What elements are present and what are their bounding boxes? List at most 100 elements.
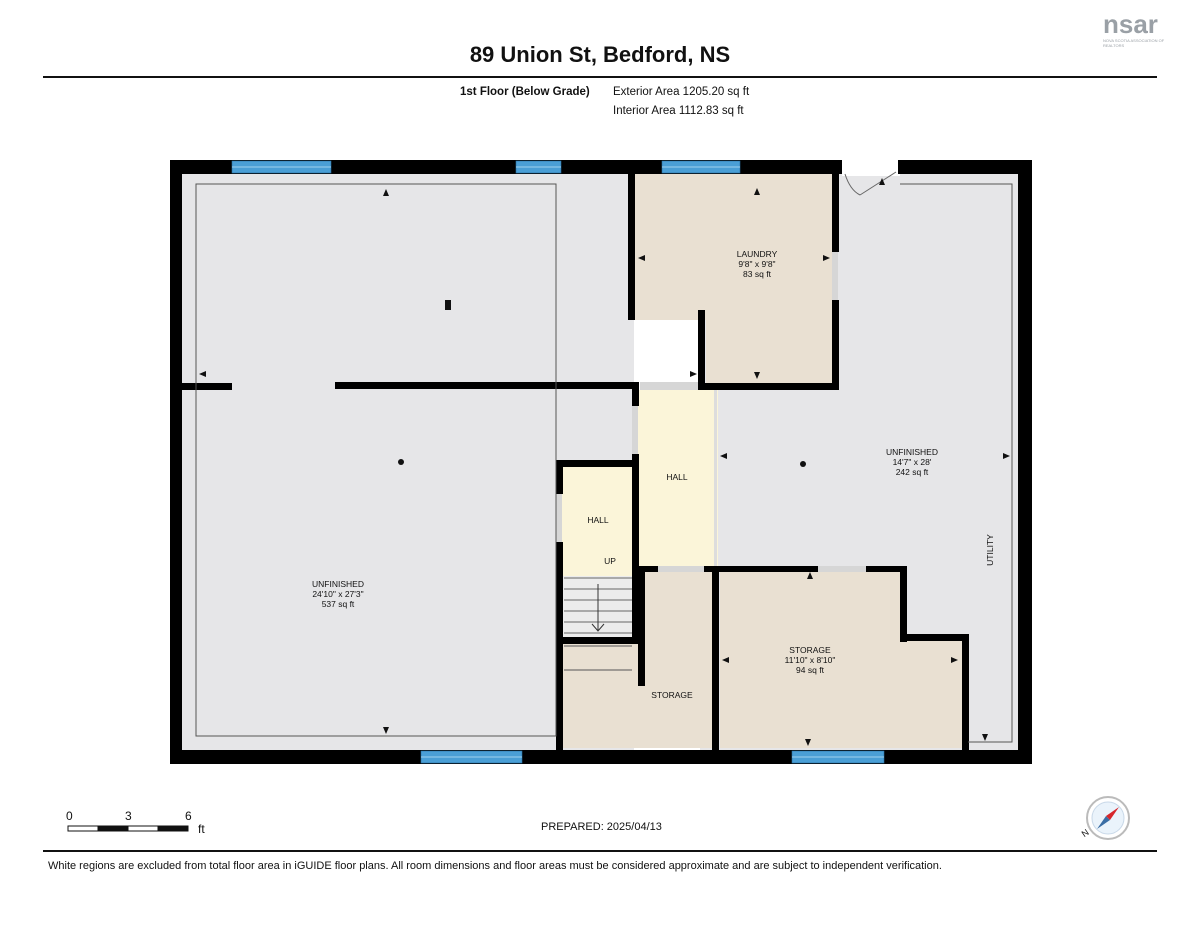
room-unfinished-right: UNFINISHED 14'7" x 28' 242 sq ft [862, 447, 962, 477]
room-name: HALL [666, 472, 688, 482]
logo-subtext: NOVA SCOTIA ASSOCIATION OF REALTORS [1103, 38, 1165, 48]
wall-hall-right [714, 390, 717, 566]
door-swing [844, 171, 897, 196]
room-dims: 11'10" x 8'10" [784, 655, 836, 665]
room-name: STORAGE [789, 645, 831, 655]
room-name: UP [604, 556, 616, 566]
floor-drain [800, 461, 806, 467]
room-hall-upper-fill [638, 390, 718, 566]
floor-label: 1st Floor (Below Grade) [460, 86, 590, 98]
marker-up [383, 189, 389, 196]
window-glass-lines [232, 166, 884, 758]
scale-segment [97, 825, 129, 832]
marker-left [199, 371, 206, 377]
room-name: UNFINISHED [312, 579, 364, 589]
marker-down [754, 372, 760, 379]
wall-hall-left [632, 382, 639, 406]
room-hall-lower: HALL [568, 515, 628, 525]
room-area: 94 sq ft [796, 665, 824, 675]
outline-storage-left [564, 645, 632, 671]
wall-hall-stub [556, 460, 638, 467]
marker-right [1003, 453, 1010, 459]
wall-storage-right-vert [900, 566, 907, 642]
room-unfinished-left: UNFINISHED 24'10" x 27'3" 537 sq ft [288, 579, 388, 609]
wall-stair-bottom [556, 637, 640, 644]
door-opening [842, 162, 900, 176]
room-name: UTILITY [985, 534, 995, 566]
door-gaps [556, 252, 866, 572]
wall-right [1018, 160, 1032, 764]
header-rule [43, 76, 1157, 78]
disclaimer: White regions are excluded from total fl… [48, 860, 942, 872]
footer-rule [43, 850, 1157, 852]
compass-needle-north [1097, 816, 1110, 829]
marker-right [823, 255, 830, 261]
room-hall-upper: HALL [647, 472, 707, 482]
logo-text: nsar [1103, 9, 1158, 39]
scale-tick-0: 0 [66, 809, 73, 823]
marker-down [982, 734, 988, 741]
wall-mid-horizontal [335, 382, 639, 389]
wall-laundry-inner [698, 310, 705, 390]
scale-tick-6: 6 [185, 809, 192, 823]
marker-down [383, 727, 389, 734]
prepared-date: PREPARED: 2025/04/13 [541, 821, 662, 833]
interior-walls [170, 172, 969, 752]
room-laundry: LAUNDRY 9'8" x 9'8" 83 sq ft [707, 249, 807, 279]
marker-up [879, 178, 885, 185]
room-area: 242 sq ft [895, 467, 929, 477]
exterior-area: Exterior Area 1205.20 sq ft [613, 86, 750, 98]
room-storage-left: STORAGE [642, 690, 702, 700]
room-dims: 24'10" x 27'3" [312, 589, 364, 599]
wall-stair-left-lower [556, 542, 563, 752]
room-name: HALL [587, 515, 609, 525]
stair-arrow-head [591, 623, 605, 632]
scale-segment [67, 825, 99, 832]
room-outlines [195, 183, 1013, 743]
floor-drain [398, 459, 404, 465]
interior-area: Interior Area 1112.83 sq ft [613, 105, 744, 117]
wall-left [170, 160, 182, 764]
wall-laundry-right-lower [832, 300, 839, 390]
door-gap-hall-top [640, 382, 698, 390]
room-storage-left-fill-upper [640, 570, 712, 642]
compass-icon [1086, 796, 1130, 840]
scale-segment [127, 825, 159, 832]
marker-down [805, 739, 811, 746]
door-gap-laundry [832, 252, 838, 300]
outline-unfinished-left [195, 183, 557, 737]
outline-unfinished-right [900, 183, 1013, 743]
marker-left [720, 453, 727, 459]
wall-laundry-right [832, 172, 839, 252]
room-area: 83 sq ft [743, 269, 771, 279]
marker-up [754, 188, 760, 195]
wall-left-stub [170, 383, 232, 390]
door-gap-hall-left [632, 406, 638, 454]
page-title: 89 Union St, Bedford, NS [469, 42, 731, 67]
wall-bottom [170, 750, 1032, 764]
room-utility: UTILITY [985, 520, 995, 580]
room-laundry-fill-lower [706, 318, 836, 384]
compass-needle-south [1106, 807, 1119, 820]
wall-top-right [898, 160, 1032, 174]
scale-bar [67, 825, 189, 832]
door-swing-arc [844, 173, 861, 196]
room-name: LAUNDRY [736, 249, 778, 259]
wall-hall-left-lower [632, 454, 639, 640]
marker-right [951, 657, 958, 663]
wall-stair-left [556, 460, 563, 494]
wall-laundry-bottom [698, 383, 839, 390]
room-storage-right: STORAGE 11'10" x 8'10" 94 sq ft [760, 645, 860, 675]
marker-left [722, 657, 729, 663]
room-name: UNFINISHED [886, 447, 938, 457]
room-storage-left-fill [562, 640, 712, 748]
room-laundry-fill [634, 174, 836, 320]
post [445, 300, 451, 310]
marker-up [807, 572, 813, 579]
scale-unit: ft [198, 822, 205, 836]
scale-segment [157, 825, 189, 832]
wall-storage-right-step [900, 634, 968, 641]
stair-arrow [591, 584, 605, 632]
nsar-logo: nsar NOVA SCOTIA ASSOCIATION OF REALTORS [1103, 10, 1193, 54]
